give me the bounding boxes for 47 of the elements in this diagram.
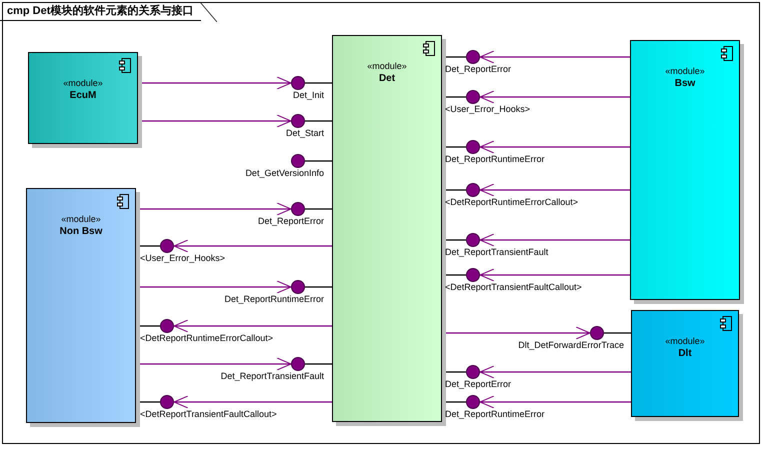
interface-label: Dlt_DetForwardErrorTrace: [518, 340, 624, 351]
dependency-arrow: [480, 366, 631, 378]
stereotype-label: «module»: [665, 65, 705, 77]
stereotype-label: «module»: [61, 213, 101, 225]
dependency-arrow: [480, 268, 630, 282]
interface-label: <User_Error_Hooks>: [445, 104, 530, 115]
interface-label: Det_ReportError: [258, 216, 324, 227]
stereotype-label: «module»: [367, 60, 407, 72]
dependency-arrow: [174, 240, 332, 252]
connector-line: [305, 82, 332, 84]
interface-label: Det_ReportTransientFault: [220, 371, 324, 382]
frame-title: cmp Det模块的软件元素的关系与接口: [2, 2, 218, 21]
dependency-arrow: [480, 396, 631, 408]
interface-label: <DetReportRuntimeErrorCallout>: [140, 333, 274, 344]
interface-label: Det_ReportRuntimeError: [445, 154, 545, 165]
interface-label: <DetReportRuntimeErrorCallout>: [445, 197, 578, 208]
connector-line: [305, 120, 332, 122]
connector-line: [305, 363, 332, 365]
interface-label: Det_ReportRuntimeError: [445, 409, 545, 420]
connector-line: [305, 208, 332, 210]
stereotype-label: «module»: [665, 335, 705, 347]
connector-line: [305, 286, 332, 288]
interface-label: Det_ReportError: [445, 64, 512, 75]
interface-label: <DetReportTransientFaultCallout>: [445, 282, 582, 293]
interface-label: <DetReportTransientFaultCallout>: [140, 409, 277, 420]
interface-label: Det_Init: [292, 90, 324, 101]
interface-label: Det_ReportTransientFault: [445, 247, 548, 258]
dependency-arrow: [480, 234, 630, 246]
dependency-arrow: [480, 184, 630, 196]
connector-line: [604, 332, 631, 334]
component-name: Bsw: [674, 77, 696, 90]
interface-label: Det_ReportError: [445, 379, 512, 390]
interface-label: Det_ReportRuntimeError: [224, 294, 324, 305]
dependency-arrow: [480, 50, 630, 64]
dependency-arrow: [480, 90, 630, 104]
connector-line: [305, 160, 332, 162]
stereotype-label: «module»: [63, 77, 103, 89]
interface-label: Det_Start: [286, 128, 324, 139]
interface-label: <User_Error_Hooks>: [140, 253, 226, 264]
dependency-arrow: [174, 320, 332, 332]
dependency-arrow: [480, 140, 630, 154]
component-name: EcuM: [70, 89, 96, 102]
dependency-arrow: [174, 396, 332, 408]
component-name: Dlt: [678, 347, 692, 360]
interface-label: Det_GetVersionInfo: [245, 168, 324, 179]
component-name: Non Bsw: [60, 225, 102, 238]
component-name: Det: [378, 72, 396, 85]
